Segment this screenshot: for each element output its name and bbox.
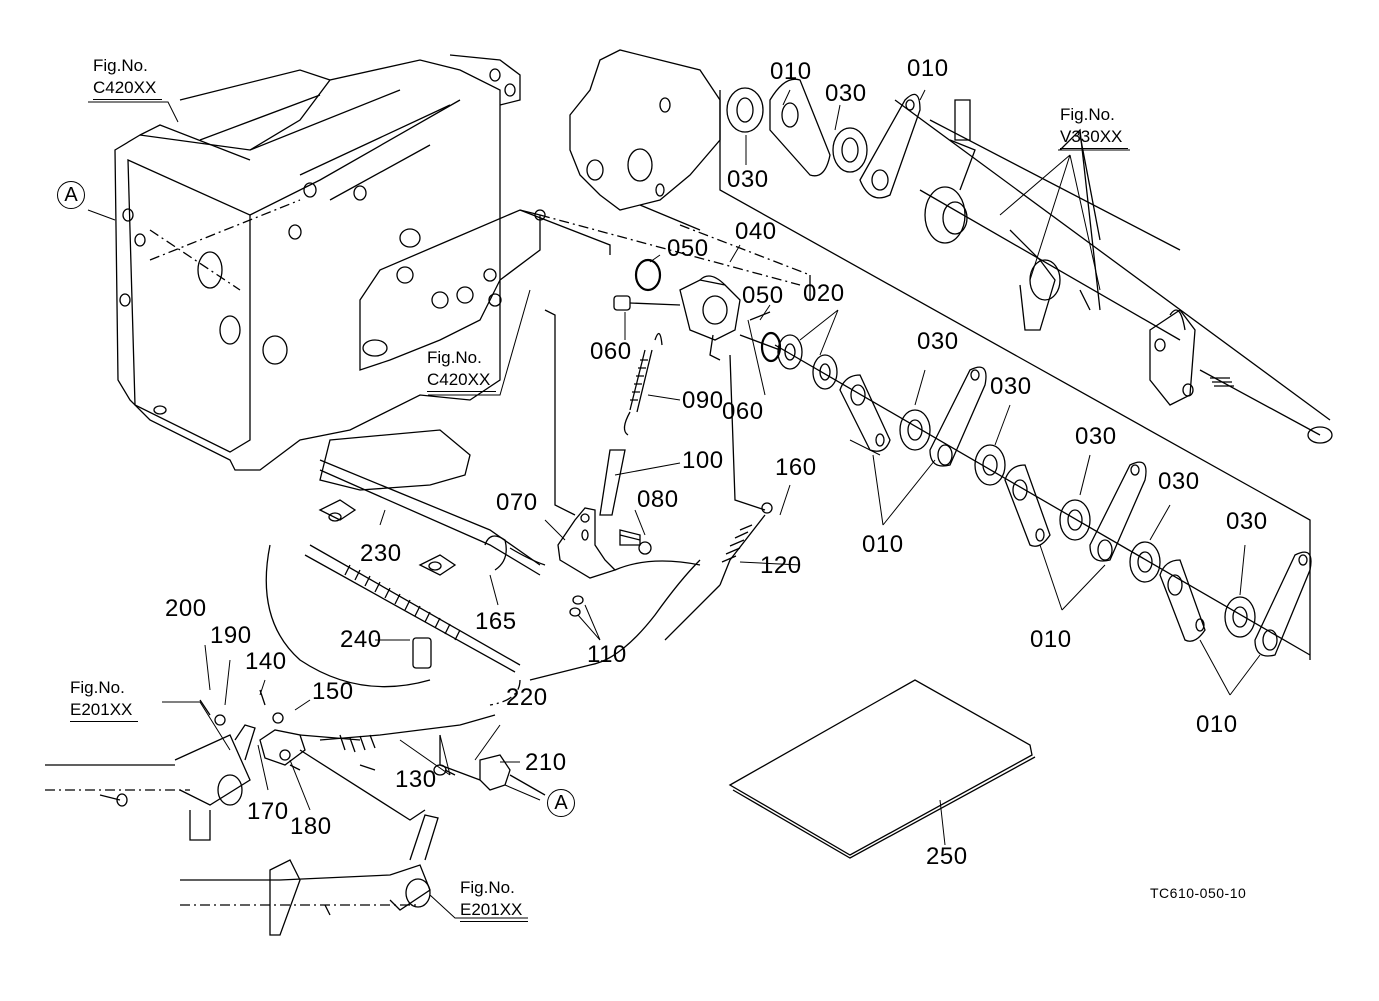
part-label-200: 200 <box>165 595 207 622</box>
part-label-100: 100 <box>682 447 724 474</box>
part-label-160: 160 <box>775 454 817 481</box>
reference-marker-a-bottom: A <box>547 789 575 817</box>
pedal-plate-drawing <box>318 429 546 576</box>
figure-ref-number: E201XX <box>460 899 529 922</box>
part-label-050: 050 <box>667 235 709 262</box>
figure-ref-prefix: Fig.No. <box>70 678 125 697</box>
part-label-120: 120 <box>760 552 802 579</box>
spring-drawing <box>599 333 663 516</box>
part-label-165: 165 <box>475 608 517 635</box>
figure-ref-prefix: Fig.No. <box>427 348 482 367</box>
part-label-240: 240 <box>340 626 382 653</box>
part-label-010: 010 <box>1030 626 1072 653</box>
part-label-170: 170 <box>247 798 289 825</box>
part-label-130: 130 <box>395 766 437 793</box>
part-label-030: 030 <box>727 166 769 193</box>
part-label-010: 010 <box>1196 711 1238 738</box>
part-label-210: 210 <box>525 749 567 776</box>
figure-ref-number: C420XX <box>427 369 497 392</box>
mid-bracket-drawing <box>359 209 801 371</box>
manual-book-drawing <box>728 679 1036 859</box>
part-label-030: 030 <box>1226 508 1268 535</box>
part-label-150: 150 <box>312 678 354 705</box>
figure-ref-v330: Fig.No. V330XX <box>1060 104 1129 149</box>
cable-120-drawing <box>529 354 773 681</box>
part-label-070: 070 <box>496 489 538 516</box>
part-label-230: 230 <box>360 540 402 567</box>
figure-ref-e201-bottom: Fig.No. E201XX <box>460 877 529 922</box>
part-label-030: 030 <box>917 328 959 355</box>
part-label-180: 180 <box>290 813 332 840</box>
bracket-drawing <box>544 309 701 617</box>
part-label-140: 140 <box>245 648 287 675</box>
figure-ref-e201-left: Fig.No. E201XX <box>70 677 139 722</box>
part-label-220: 220 <box>506 684 548 711</box>
upper-housing-drawing <box>569 49 721 231</box>
part-label-110: 110 <box>587 641 627 668</box>
part-label-030: 030 <box>990 373 1032 400</box>
figure-ref-prefix: Fig.No. <box>93 56 148 75</box>
figure-ref-prefix: Fig.No. <box>460 878 515 897</box>
part-label-010: 010 <box>862 531 904 558</box>
lower-linkage-drawing <box>45 689 546 936</box>
part-label-010: 010 <box>770 58 812 85</box>
figure-ref-prefix: Fig.No. <box>1060 105 1115 124</box>
figure-ref-number: E201XX <box>70 699 139 722</box>
part-label-060: 060 <box>722 398 764 425</box>
transmission-case-drawing <box>114 54 521 471</box>
part-label-080: 080 <box>637 486 679 513</box>
figure-ref-c420-top: Fig.No. C420XX <box>93 55 163 100</box>
part-label-030: 030 <box>1075 423 1117 450</box>
part-label-040: 040 <box>735 218 777 245</box>
figure-ref-number: C420XX <box>93 77 163 100</box>
part-label-190: 190 <box>210 622 252 649</box>
lever-washer-stack-drawing <box>774 334 1312 657</box>
reference-marker-a-top: A <box>57 181 85 209</box>
part-label-090: 090 <box>682 387 724 414</box>
part-label-020: 020 <box>803 280 845 307</box>
part-label-060: 060 <box>590 338 632 365</box>
figure-ref-number: V330XX <box>1060 126 1129 149</box>
part-label-010: 010 <box>907 55 949 82</box>
shaft-assembly-drawing <box>613 224 811 363</box>
part-label-250: 250 <box>926 843 968 870</box>
part-label-030: 030 <box>1158 468 1200 495</box>
figure-ref-c420-mid: Fig.No. C420XX <box>427 347 497 392</box>
part-label-050: 050 <box>742 282 784 309</box>
cable-240-drawing <box>265 544 521 706</box>
part-label-030: 030 <box>825 80 867 107</box>
leader-lines <box>87 89 1261 919</box>
shift-shaft-drawing <box>719 78 1333 660</box>
drawing-code: TC610-050-10 <box>1150 885 1247 901</box>
